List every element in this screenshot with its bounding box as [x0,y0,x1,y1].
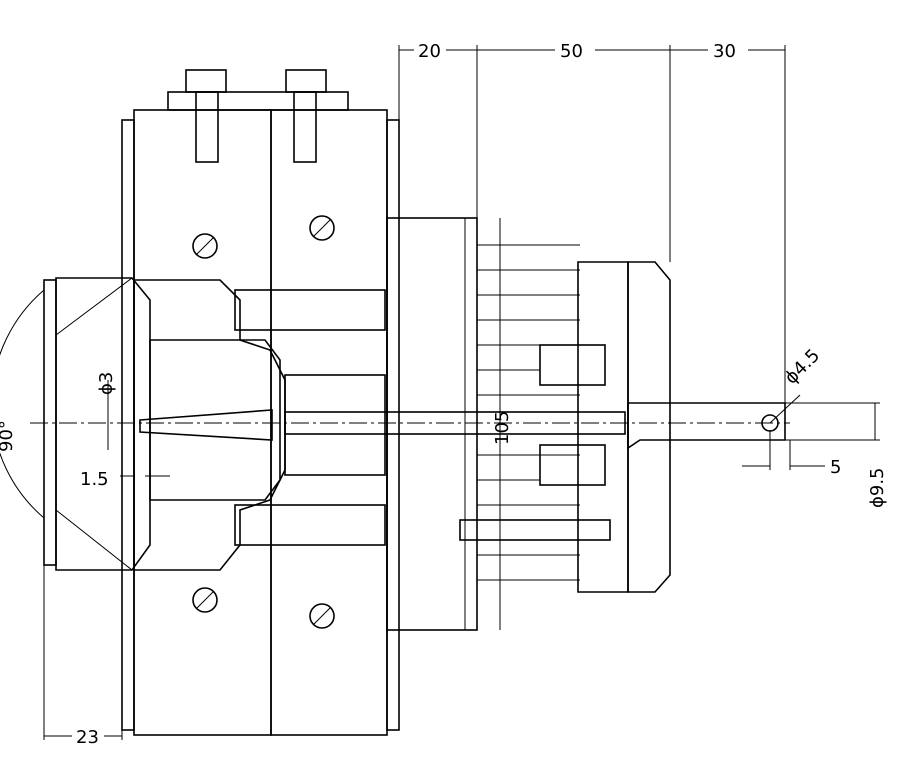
cooling-holes [192,215,335,629]
dim-dia-4-5: ϕ4.5 [781,345,824,388]
ejector-plates [459,261,671,593]
dim-30: 30 [713,41,736,62]
dim-dia-9-5: ϕ9.5 [867,468,888,509]
runner-plate [386,217,478,631]
core-insert [133,279,626,571]
dimensions: 20 50 30 ϕ4.5 ϕ9.5 5 105 23 90° ϕ3 1.5 [0,41,888,748]
dim-20: 20 [418,41,441,62]
dim-105: 105 [492,411,513,445]
dim-50: 50 [560,41,583,62]
spacer-lines [477,244,580,581]
dim-angle-90: 90° [0,420,17,452]
nozzle-extension [627,402,786,450]
dim-23: 23 [76,727,99,748]
dim-1-5: 1.5 [80,469,109,490]
dim-dia-3: ϕ3 [96,372,117,395]
dim-5: 5 [830,457,841,478]
clamp-screws-top [167,69,349,163]
